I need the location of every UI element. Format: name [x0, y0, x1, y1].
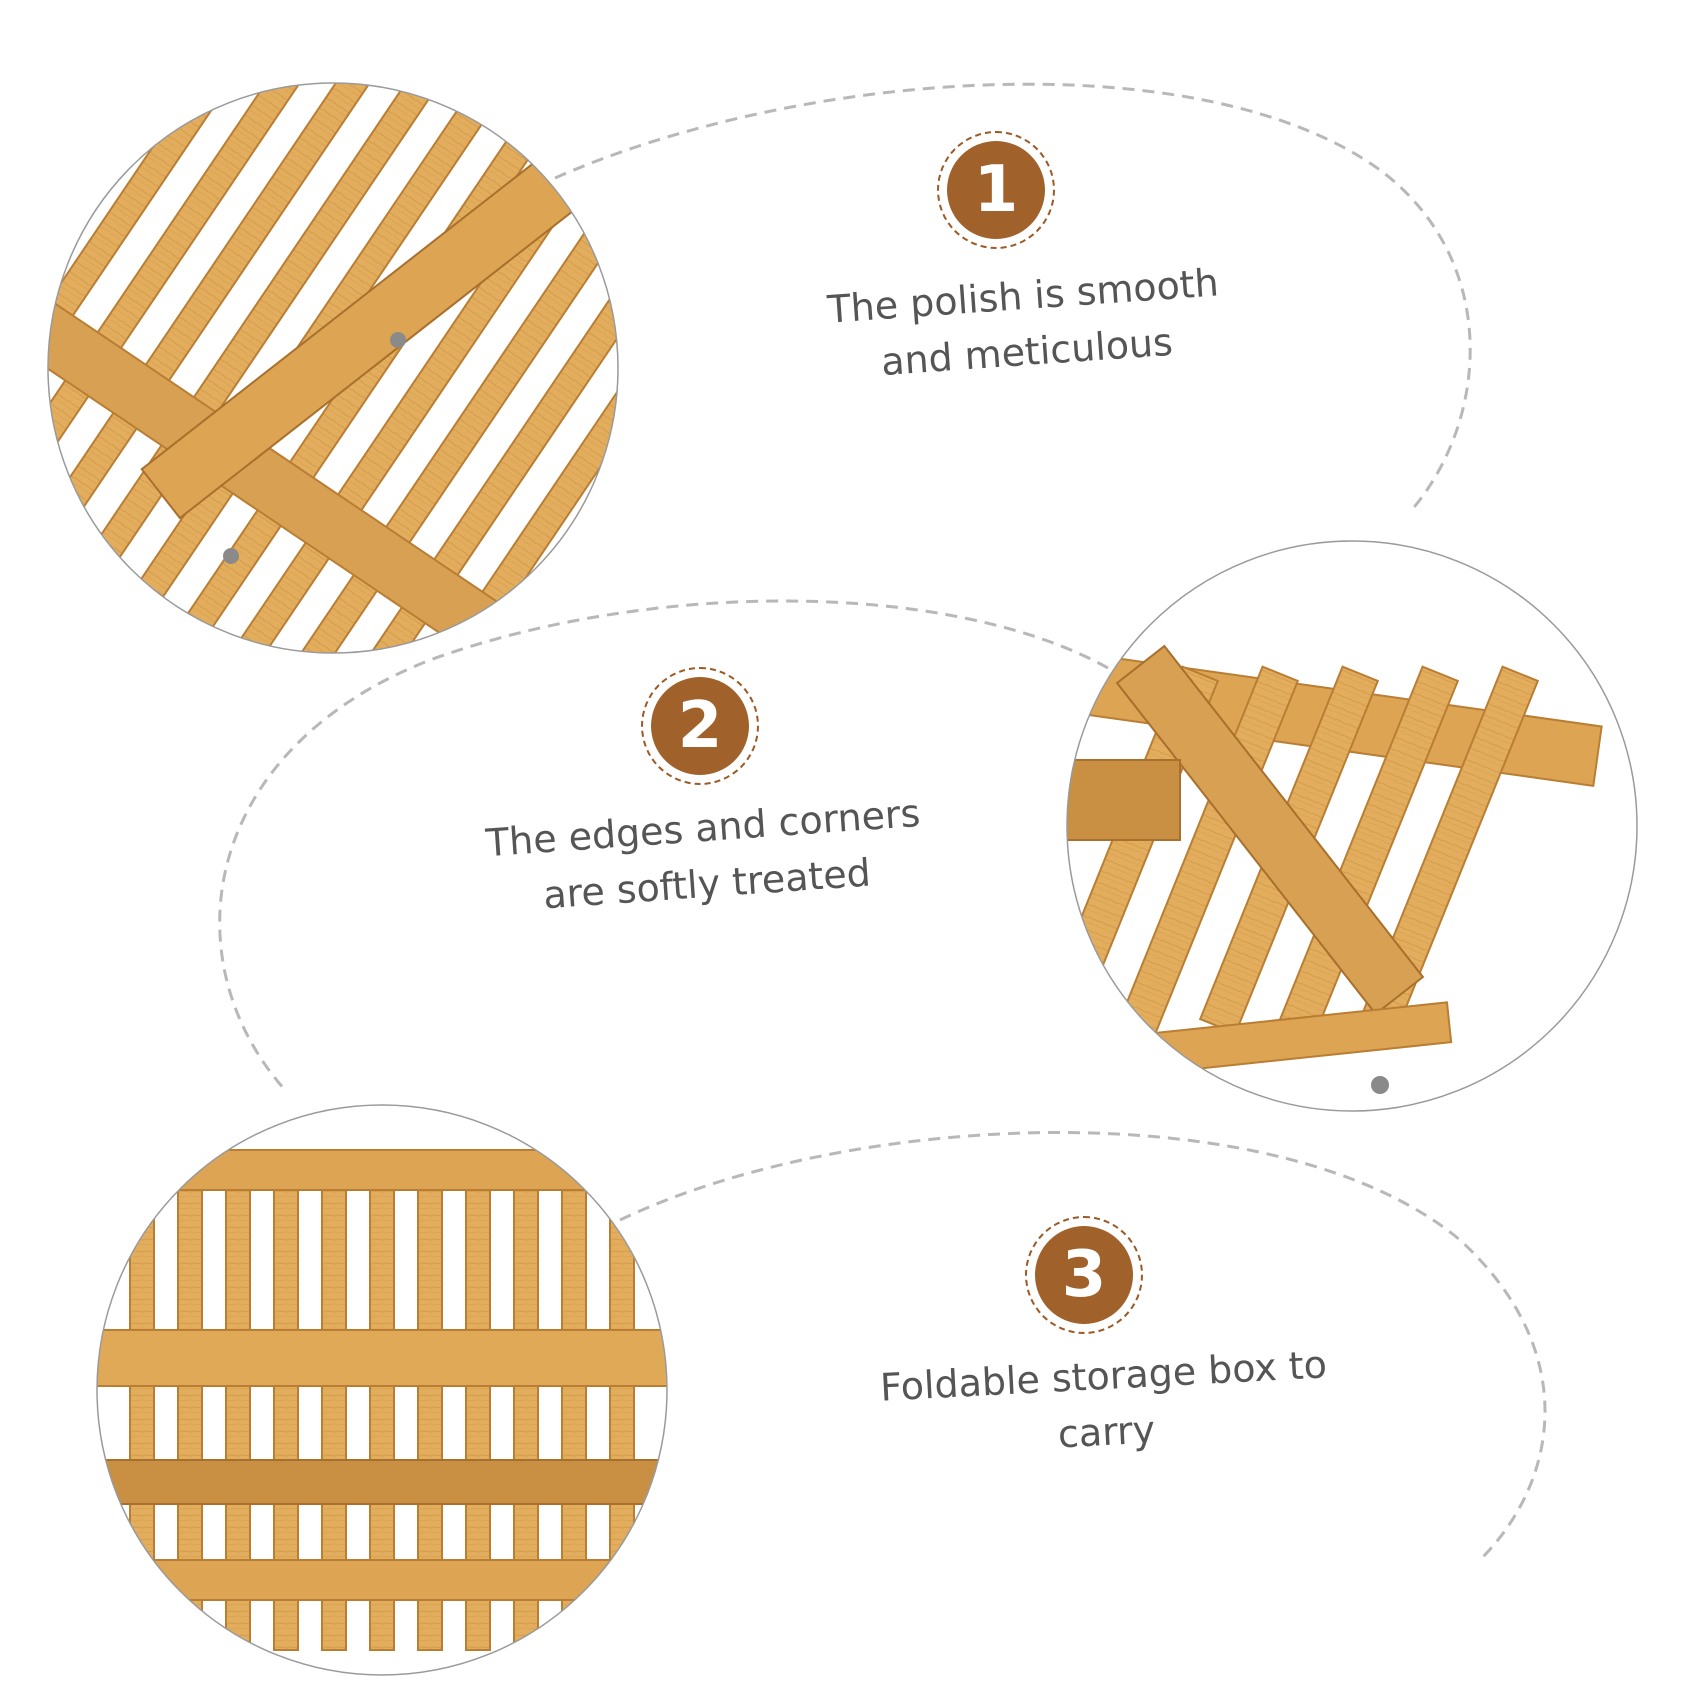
- dashed-arc-3: [619, 1131, 1547, 1562]
- dashed-arc-1: [554, 82, 1472, 513]
- product-photo-panel: [96, 1104, 668, 1676]
- step-badge-2: 2: [641, 667, 759, 785]
- step-number-3: 3: [1035, 1226, 1133, 1324]
- step-number-2: 2: [651, 677, 749, 775]
- step-badge-1: 1: [937, 131, 1055, 249]
- product-photo-corner: [1066, 540, 1638, 1112]
- step-number-1: 1: [947, 141, 1045, 239]
- step-badge-3: 3: [1025, 1216, 1143, 1334]
